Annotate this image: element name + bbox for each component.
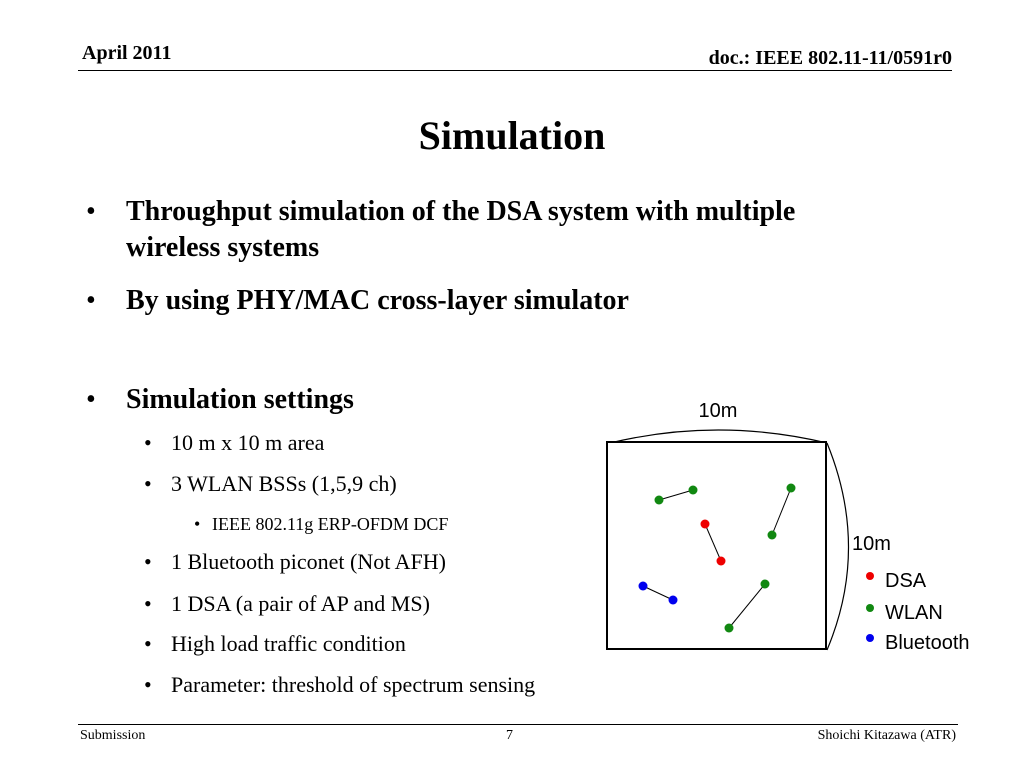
bullet-dot-icon: • [194,514,201,534]
legend-wlan-dot [866,604,874,612]
sub-bullet-bluetooth-text: 1 Bluetooth piconet (Not AFH) [171,549,446,574]
bullet-throughput-line2: wireless systems [126,232,320,263]
wlan-link [728,583,766,629]
bullet-dot-icon: • [144,672,152,697]
header-divider [78,70,952,71]
width-dimension-arc [609,429,828,444]
slide-title: Simulation [418,113,606,158]
footer-page-number: 7 [506,728,513,743]
bullet-dot-icon: • [144,471,152,496]
sub-bullet-bluetooth: • 1 Bluetooth piconet (Not AFH) [144,548,446,576]
legend-bluetooth-dot [866,634,874,642]
bullet-dot-icon: • [144,591,152,616]
sub-sub-bullet-ieee-text: IEEE 802.11g ERP-OFDM DCF [212,514,449,534]
legend-dsa-label: DSA [885,570,927,592]
bullet-throughput: • Throughput simulation of the DSA syste… [86,194,796,266]
wlan-node [767,530,777,540]
sub-bullet-traffic: • High load traffic condition [144,630,406,658]
wlan-node [786,483,796,493]
sub-bullet-wlan: • 3 WLAN BSSs (1,5,9 ch) [144,470,397,498]
sub-sub-bullet-ieee: • IEEE 802.11g ERP-OFDM DCF [194,512,449,536]
legend-dsa-dot [866,572,874,580]
bullet-dot-icon: • [86,384,96,415]
wlan-node [654,495,664,505]
bullet-dot-icon: • [86,285,96,316]
bluetooth-node [668,595,678,605]
dsa-node [700,519,710,529]
wlan-node [760,579,770,589]
footer-submission: Submission [80,728,146,743]
footer-author: Shoichi Kitazawa (ATR) [817,728,956,743]
dsa-node [716,556,726,566]
bullet-simulator: • By using PHY/MAC cross-layer simulator [86,283,629,319]
bullet-dot-icon: • [144,631,152,656]
width-label: 10m [699,400,738,422]
bullet-simulator-text: By using PHY/MAC cross-layer simulator [126,285,629,316]
bullet-throughput-line1: Throughput simulation of the DSA system … [126,196,796,227]
bullet-dot-icon: • [144,430,152,455]
simulation-area-diagram: 10m 10m DSA WLAN Bluetooth [606,400,970,654]
wlan-link [658,489,694,501]
sub-bullet-parameter: • Parameter: threshold of spectrum sensi… [144,671,536,699]
bullet-dot-icon: • [144,549,152,574]
height-dimension-arc [826,442,850,651]
sub-bullet-area: • 10 m x 10 m area [144,429,325,457]
bullet-dot-icon: • [86,196,96,227]
header-date: April 2011 [82,42,172,64]
sub-bullet-dsa: • 1 DSA (a pair of AP and MS) [144,590,430,618]
bullet-settings-text: Simulation settings [126,384,354,415]
wlan-link [771,487,792,536]
bluetooth-node [638,581,648,591]
header-doc-id: doc.: IEEE 802.11-11/0591r0 [708,47,952,69]
wlan-node [724,623,734,633]
sub-bullet-wlan-text: 3 WLAN BSSs (1,5,9 ch) [171,471,397,496]
area-box [606,441,827,650]
bluetooth-link [642,585,674,601]
sub-bullet-parameter-text: Parameter: threshold of spectrum sensing [171,672,536,697]
sub-bullet-area-text: 10 m x 10 m area [171,430,325,455]
sub-bullet-dsa-text: 1 DSA (a pair of AP and MS) [171,591,430,616]
sub-bullet-traffic-text: High load traffic condition [171,631,406,656]
footer-divider [78,724,958,725]
wlan-node [688,485,698,495]
bullet-settings: • Simulation settings [86,382,354,418]
height-label: 10m [852,533,891,555]
dsa-link [704,523,722,562]
legend-bluetooth-label: Bluetooth [885,632,970,654]
legend-wlan-label: WLAN [885,602,943,624]
legend: DSA WLAN Bluetooth [866,570,970,654]
